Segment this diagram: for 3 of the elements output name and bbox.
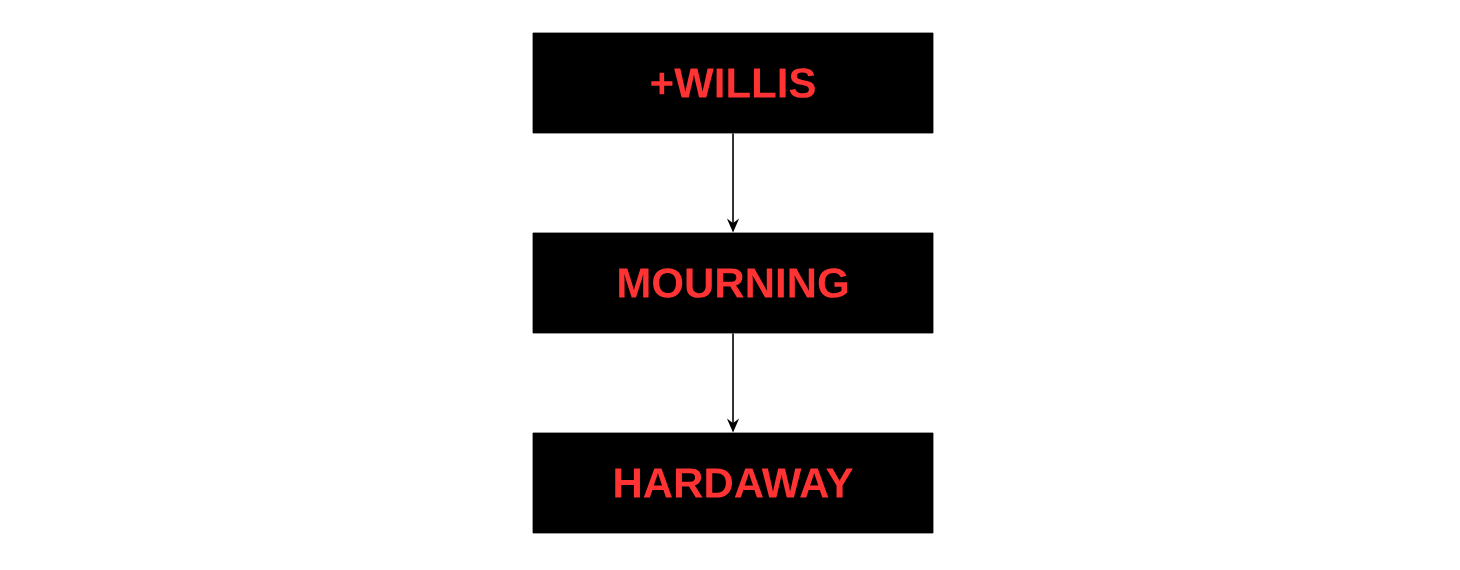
process-box: HARDAWAY bbox=[532, 432, 934, 534]
process-box: MOURNING bbox=[532, 232, 934, 334]
process-box: +WILLIS bbox=[532, 32, 934, 134]
